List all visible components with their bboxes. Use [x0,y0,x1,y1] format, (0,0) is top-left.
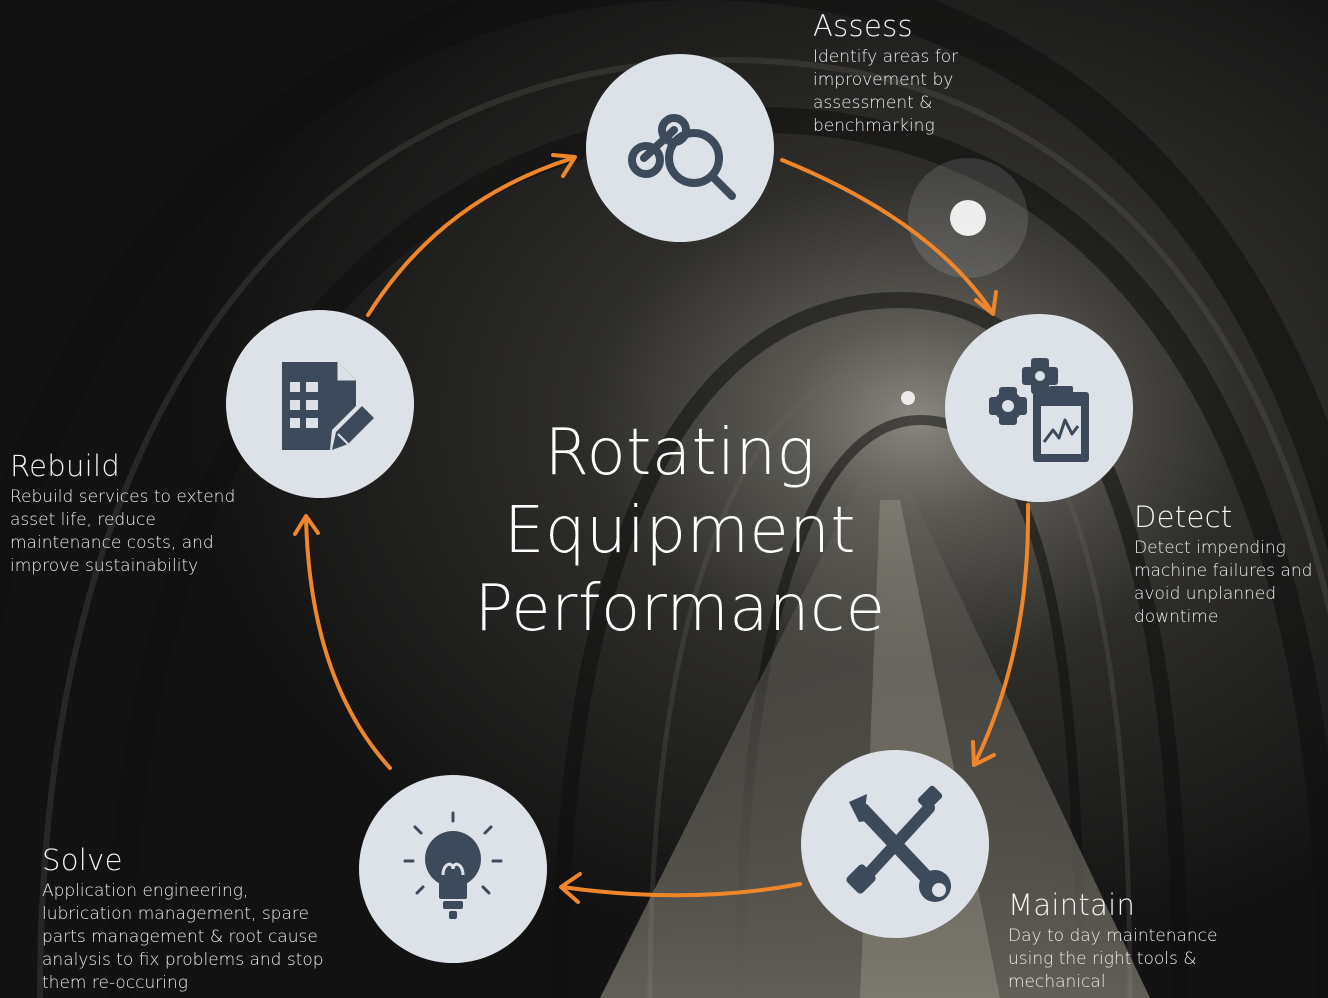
arrow-maintain-to-solve [560,882,802,898]
detect-step-text: Detect Detect impending machine failures… [1134,501,1328,629]
assess-step-text: Assess Identify areas for improvement by… [813,10,1003,138]
arrow-head-solve [559,872,582,904]
arrow-head-detect [974,290,998,316]
title-line-2: Equipment [504,494,856,568]
arrow-detect-to-maintain [973,503,1031,765]
title-line-3: Performance [474,572,886,646]
rebuild-step-text: Rebuild Rebuild services to extend asset… [10,450,250,578]
maintain-step-text: Maintain Day to day maintenance using th… [1008,889,1238,994]
solve-title: Solve [42,843,123,877]
lightbulb-icon [403,811,503,919]
solve-description: Application engineering, lubrication man… [42,881,324,993]
rebuild-title: Rebuild [10,449,121,483]
assess-title: Assess [813,9,913,43]
assess-node [586,54,774,242]
title-line-1: Rotating [544,416,816,490]
arrow-head-maintain [971,740,996,767]
rebuild-description: Rebuild services to extend asset life, r… [10,487,236,576]
gears-clipboard-icon [989,358,1089,462]
detect-node [945,314,1133,502]
center-title: Rotating Equipment Performance [455,414,905,648]
arrow-rebuild-to-assess [366,156,575,317]
detect-title: Detect [1134,500,1233,534]
arrow-assess-to-detect [780,158,994,314]
maintain-node [801,750,989,938]
maintain-description: Day to day maintenance using the right t… [1008,926,1218,992]
document-pencil-icon [282,362,374,450]
arrow-solve-to-rebuild [304,516,392,770]
rebuild-node [226,310,414,498]
magnifier-gear-icon [628,114,736,200]
wrench-screwdriver-icon [846,785,951,902]
arrow-head-rebuild [293,514,320,536]
assess-description: Identify areas for improvement by assess… [813,47,959,136]
maintain-title: Maintain [1008,888,1136,922]
arrow-head-assess [551,153,577,178]
solve-step-text: Solve Application engineering, lubricati… [42,844,342,995]
detect-description: Detect impending machine failures and av… [1134,538,1313,627]
solve-node [359,775,547,963]
